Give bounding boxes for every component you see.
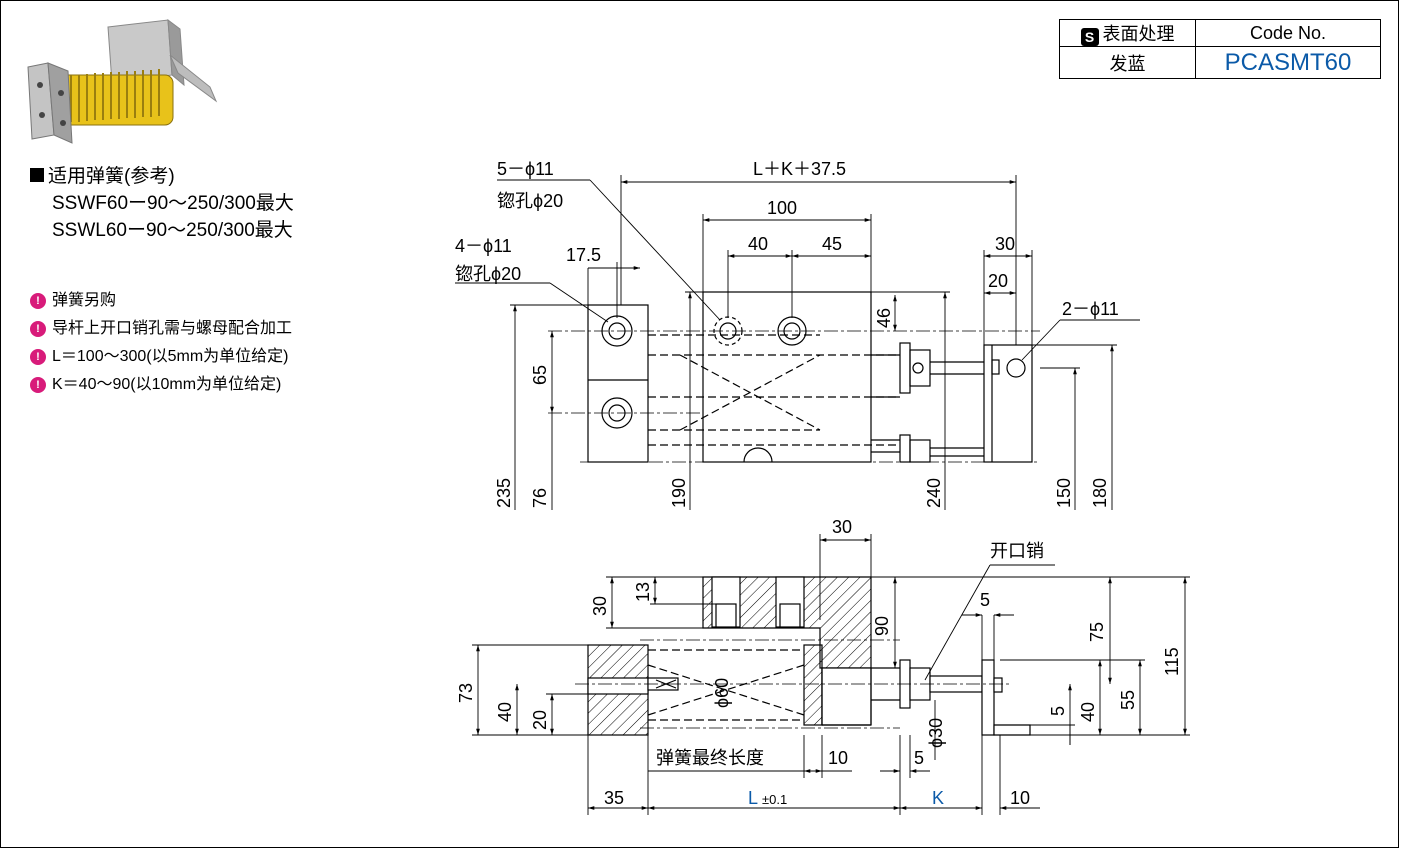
dim-10-mid: 10 — [828, 748, 848, 768]
applicable-springs: 适用弹簧(参考) SSWF60ー90～250/300最大 SSWL60ー90～2… — [30, 163, 294, 244]
spring-coils — [47, 69, 174, 126]
treatment-header: 表面处理 — [1102, 24, 1175, 44]
dim-90: 90 — [872, 616, 892, 636]
code-value: PCASMT60 — [1195, 46, 1381, 79]
dim-K: K — [932, 788, 944, 808]
dim-45: 45 — [822, 234, 842, 254]
lightbulb-icon: ! — [30, 293, 46, 309]
s-badge-icon: S — [1080, 28, 1099, 46]
dim-phi30: ϕ30 — [926, 718, 946, 748]
dim-40-right: 40 — [1078, 702, 1098, 722]
dim-30-top: 30 — [832, 517, 852, 537]
side-view-labels: 开口销 弹簧最终长度 30 30 13 90 5 75 115 73 40 20… — [456, 517, 1182, 808]
note-text: 弹簧另购 — [52, 292, 117, 309]
holes5-label: 5－ϕ11 — [497, 159, 554, 179]
dim-75: 75 — [1087, 622, 1107, 642]
right-plate — [983, 344, 1033, 463]
dim-30: 30 — [995, 234, 1015, 254]
dim-150: 150 — [1054, 478, 1074, 508]
dim-240: 240 — [924, 478, 944, 508]
cotter-pin-label: 开口销 — [990, 541, 1044, 561]
dim-40: 40 — [748, 234, 768, 254]
side-view — [575, 576, 1031, 736]
left-plate — [587, 304, 649, 463]
dim-17-5: 17.5 — [566, 245, 601, 265]
note-text: 导杆上开口销孔需与螺母配合加工 — [52, 320, 293, 337]
note-text: L＝100～300(以5mm为单位给定) — [52, 348, 289, 365]
dim-L-tolerance: ±0.1 — [762, 792, 787, 807]
dim-235: 235 — [494, 478, 514, 508]
spec-line: SSWF60ー90～250/300最大 — [52, 193, 294, 214]
dim-76: 76 — [530, 488, 550, 508]
dim-overall: L＋K＋37.5 — [753, 159, 846, 179]
spec-title-row: 适用弹簧(参考) — [30, 163, 294, 190]
dim-10-right: 10 — [1010, 788, 1030, 808]
dim-65: 65 — [530, 365, 550, 385]
holes4-label: 4－ϕ11 — [455, 236, 512, 256]
lightbulb-icon: ! — [30, 349, 46, 365]
note-text: K＝40～90(以10mm为单位给定) — [52, 376, 282, 393]
lightbulb-icon: ! — [30, 321, 46, 337]
product-image — [27, 18, 218, 144]
holes4-counterbore: 锪孔ϕ20 — [455, 264, 521, 284]
dim-L: L — [748, 788, 758, 808]
dim-73: 73 — [456, 683, 476, 703]
note-item: ! 弹簧另购 — [30, 287, 292, 315]
dim-13: 13 — [633, 582, 653, 602]
dim-35: 35 — [604, 788, 624, 808]
code-header: Code No. — [1195, 19, 1381, 47]
dim-100: 100 — [767, 198, 797, 218]
holes5-counterbore: 锪孔ϕ20 — [497, 191, 563, 211]
notes-list: ! 弹簧另购 ! 导杆上开口销孔需与螺母配合加工 ! L＝100～300(以5mm为单… — [30, 287, 292, 399]
dim-180: 180 — [1090, 478, 1110, 508]
lightbulb-icon: ! — [30, 377, 46, 393]
dim-55: 55 — [1118, 690, 1138, 710]
spec-line: SSWL60ー90～250/300最大 — [52, 220, 293, 241]
dim-5-bottom: 5 — [914, 748, 924, 768]
spec-title: 适用弹簧(参考) — [48, 166, 175, 187]
dim-20: 20 — [988, 271, 1008, 291]
note-item: ! L＝100～300(以5mm为单位给定) — [30, 343, 292, 371]
square-bullet-icon — [30, 168, 44, 182]
note-item: ! K＝40～90(以10mm为单位给定) — [30, 371, 292, 399]
dim-phi60: ϕ60 — [712, 678, 732, 708]
dim-46: 46 — [874, 308, 894, 328]
dim-5-top: 5 — [980, 590, 990, 610]
treatment-value: 发蓝 — [1059, 46, 1196, 79]
dim-40-left: 40 — [495, 702, 515, 722]
top-view — [548, 291, 1040, 463]
dim-115: 115 — [1162, 647, 1182, 676]
dim-5-right: 5 — [1048, 706, 1068, 716]
top-view-labels: 5－ϕ11 锪孔ϕ20 4－ϕ11 锪孔ϕ20 2－ϕ11 L＋K＋37.5 1… — [455, 159, 1119, 508]
dim-190: 190 — [669, 478, 689, 508]
dim-30-left: 30 — [590, 596, 610, 616]
holes2-label: 2－ϕ11 — [1062, 299, 1119, 319]
spring-length-label: 弹簧最终长度 — [656, 748, 764, 768]
dim-20: 20 — [530, 710, 550, 730]
note-item: ! 导杆上开口销孔需与螺母配合加工 — [30, 315, 292, 343]
